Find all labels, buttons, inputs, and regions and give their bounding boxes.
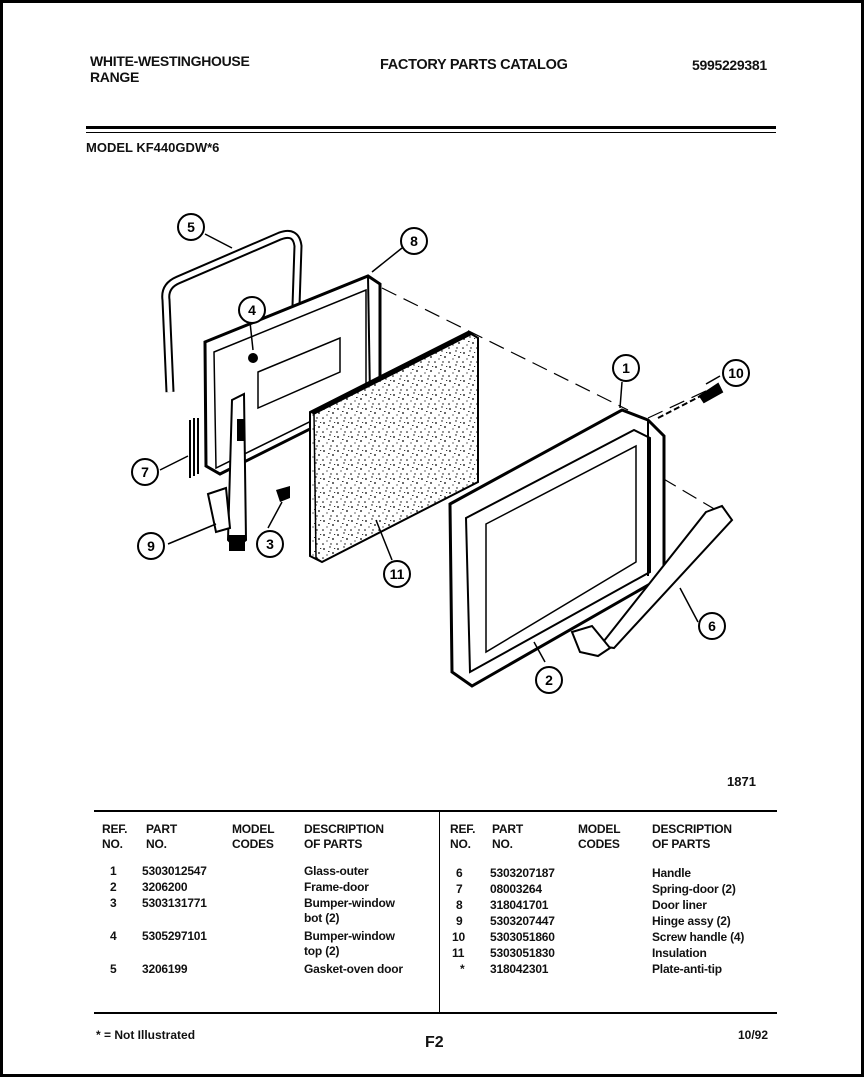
leader-lines — [159, 233, 721, 663]
table-cell-ref: 1 — [110, 864, 117, 878]
catalog-title: FACTORY PARTS CATALOG — [380, 57, 568, 73]
header-desc-left: DESCRIPTION OF PARTS — [304, 822, 384, 851]
callout-5: 5 — [177, 213, 205, 241]
svg-text:1: 1 — [622, 360, 630, 376]
svg-text:2: 2 — [545, 672, 553, 688]
bumper-bottom-part — [276, 486, 290, 502]
table-cell-part: 5305297101 — [142, 929, 207, 943]
table-cell-part: 3206200 — [142, 880, 188, 894]
header-part-left: PART NO. — [146, 822, 177, 851]
header-ref-right: REF. NO. — [450, 822, 476, 851]
header-codes-left: MODEL CODES — [232, 822, 275, 851]
callout-4: 4 — [238, 296, 266, 324]
door-frame-part — [448, 408, 666, 688]
table-cell-part: 5303207447 — [490, 914, 555, 928]
table-cell-desc: Handle — [652, 866, 691, 880]
table-cell-ref: 8 — [456, 898, 463, 912]
callout-7: 7 — [131, 458, 159, 486]
handle-part — [570, 504, 734, 658]
table-cell-part: 5303051860 — [490, 930, 555, 944]
svg-text:6: 6 — [708, 618, 716, 634]
insulation-part — [308, 330, 479, 564]
header-part-right: PART NO. — [492, 822, 523, 851]
table-cell-part: 3206199 — [142, 962, 188, 976]
callout-1: 1 — [612, 354, 640, 382]
svg-text:3: 3 — [266, 536, 274, 552]
header-rule-thick — [86, 126, 776, 129]
alignment-lines — [381, 287, 717, 511]
table-cell-desc: Glass-outer — [304, 864, 369, 878]
table-cell-desc: Gasket-oven door — [304, 962, 403, 976]
callout-2: 2 — [535, 666, 563, 694]
table-cell-desc: Hinge assy (2) — [652, 914, 731, 928]
table-divider — [439, 812, 440, 1012]
table-cell-desc: Screw handle (4) — [652, 930, 745, 944]
callout-6: 6 — [698, 612, 726, 640]
svg-text:11: 11 — [390, 566, 405, 582]
header-rule-thin — [86, 132, 776, 133]
table-cell-ref: 11 — [452, 946, 465, 960]
brand-header: WHITE-WESTINGHOUSE RANGE — [90, 53, 250, 85]
table-cell-ref: 9 — [456, 914, 463, 928]
spring-part — [189, 418, 199, 478]
gasket-part — [161, 229, 303, 393]
table-cell-ref: 7 — [456, 882, 463, 896]
hinge-part — [206, 392, 248, 551]
page-number: F2 — [425, 1034, 444, 1051]
catalog-number: 5995229381 — [692, 57, 767, 73]
table-cell-part: 5303207187 — [490, 866, 555, 880]
svg-text:10: 10 — [728, 365, 744, 381]
not-illustrated-note: * = Not Illustrated — [96, 1028, 196, 1042]
screw-handle-part — [657, 382, 724, 419]
table-cell-part: 5303051830 — [490, 946, 555, 960]
svg-text:5: 5 — [187, 219, 195, 235]
callout-9: 9 — [137, 532, 165, 560]
callout-markers: 5 4 8 1 10 7 3 9 11 6 2 — [131, 213, 750, 694]
table-cell-part: 08003264 — [490, 882, 542, 896]
model-label: MODEL KF440GDW*6 — [86, 140, 220, 155]
brand-line1: WHITE-WESTINGHOUSE — [90, 53, 250, 69]
table-cell-desc: Spring-door (2) — [652, 882, 736, 896]
svg-text:4: 4 — [248, 302, 256, 318]
table-cell-desc: Insulation — [652, 946, 707, 960]
table-cell-ref: 10 — [452, 930, 465, 944]
callout-10: 10 — [722, 359, 750, 387]
figure-number: 1871 — [727, 774, 756, 789]
table-cell-desc: Bumper-window bot (2) — [304, 896, 395, 925]
header-codes-right: MODEL CODES — [578, 822, 621, 851]
table-cell-ref: 4 — [110, 929, 117, 943]
exploded-parts-diagram: 5 4 8 1 10 7 3 9 11 6 2 — [131, 213, 750, 694]
table-cell-ref: 3 — [110, 896, 117, 910]
parts-table: REF. NO. PART NO. MODEL CODES DESCRIPTIO… — [94, 810, 777, 1014]
svg-text:9: 9 — [147, 538, 155, 554]
bumper-top-part — [248, 353, 258, 363]
svg-text:7: 7 — [141, 464, 149, 480]
revision-date: 10/92 — [738, 1028, 769, 1042]
table-cell-ref: 5 — [110, 962, 117, 976]
table-cell-desc: Frame-door — [304, 880, 369, 894]
callout-11: 11 — [383, 560, 411, 588]
callout-3: 3 — [256, 530, 284, 558]
brand-line2: RANGE — [90, 69, 140, 85]
header-ref-left: REF. NO. — [102, 822, 128, 851]
table-cell-ref: * — [460, 962, 465, 976]
table-cell-desc: Bumper-window top (2) — [304, 929, 395, 958]
table-cell-part: 318042301 — [490, 962, 549, 976]
table-cell-part: 318041701 — [490, 898, 549, 912]
table-cell-desc: Plate-anti-tip — [652, 962, 722, 976]
table-cell-ref: 2 — [110, 880, 117, 894]
callout-8: 8 — [400, 227, 428, 255]
table-cell-ref: 6 — [456, 866, 463, 880]
table-cell-desc: Door liner — [652, 898, 707, 912]
table-cell-part: 5303131771 — [142, 896, 207, 910]
header-desc-right: DESCRIPTION OF PARTS — [652, 822, 732, 851]
table-cell-part: 5303012547 — [142, 864, 207, 878]
svg-text:8: 8 — [410, 233, 418, 249]
